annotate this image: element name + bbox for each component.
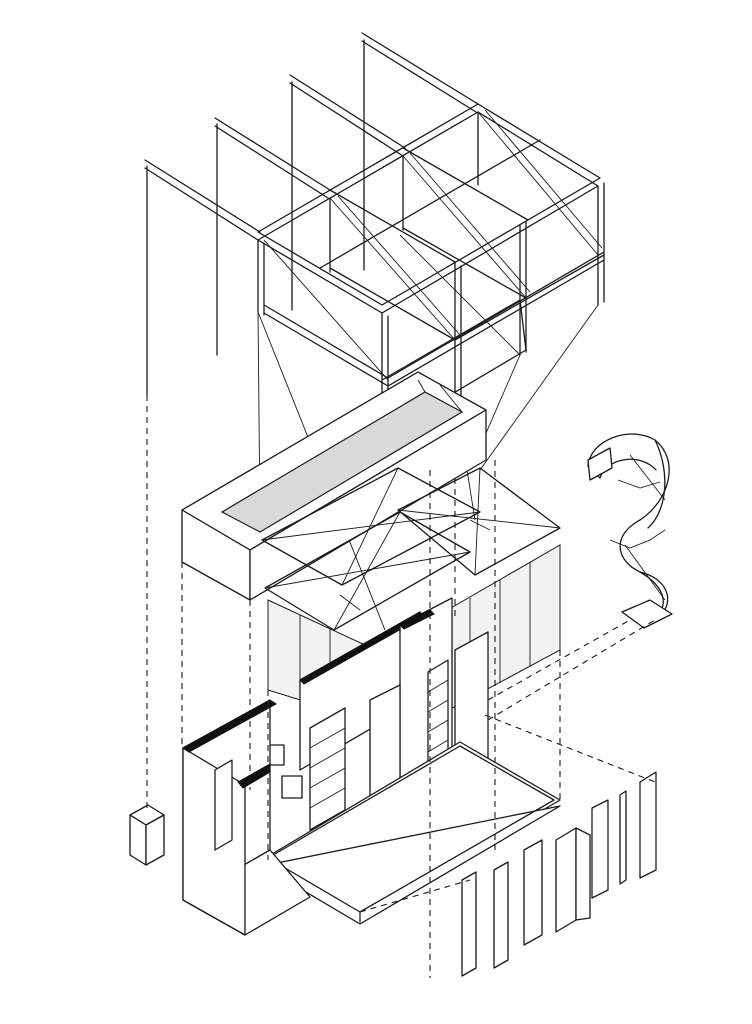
floor-slab <box>261 741 561 925</box>
core-wall <box>182 699 311 936</box>
standalone-column <box>129 804 165 866</box>
roof-frame <box>144 32 605 439</box>
ceiling-trusses <box>261 467 561 631</box>
folding-panels <box>461 771 657 977</box>
spiral-stair <box>587 433 673 629</box>
projection-lines <box>146 395 656 978</box>
skylight-box <box>181 371 487 601</box>
